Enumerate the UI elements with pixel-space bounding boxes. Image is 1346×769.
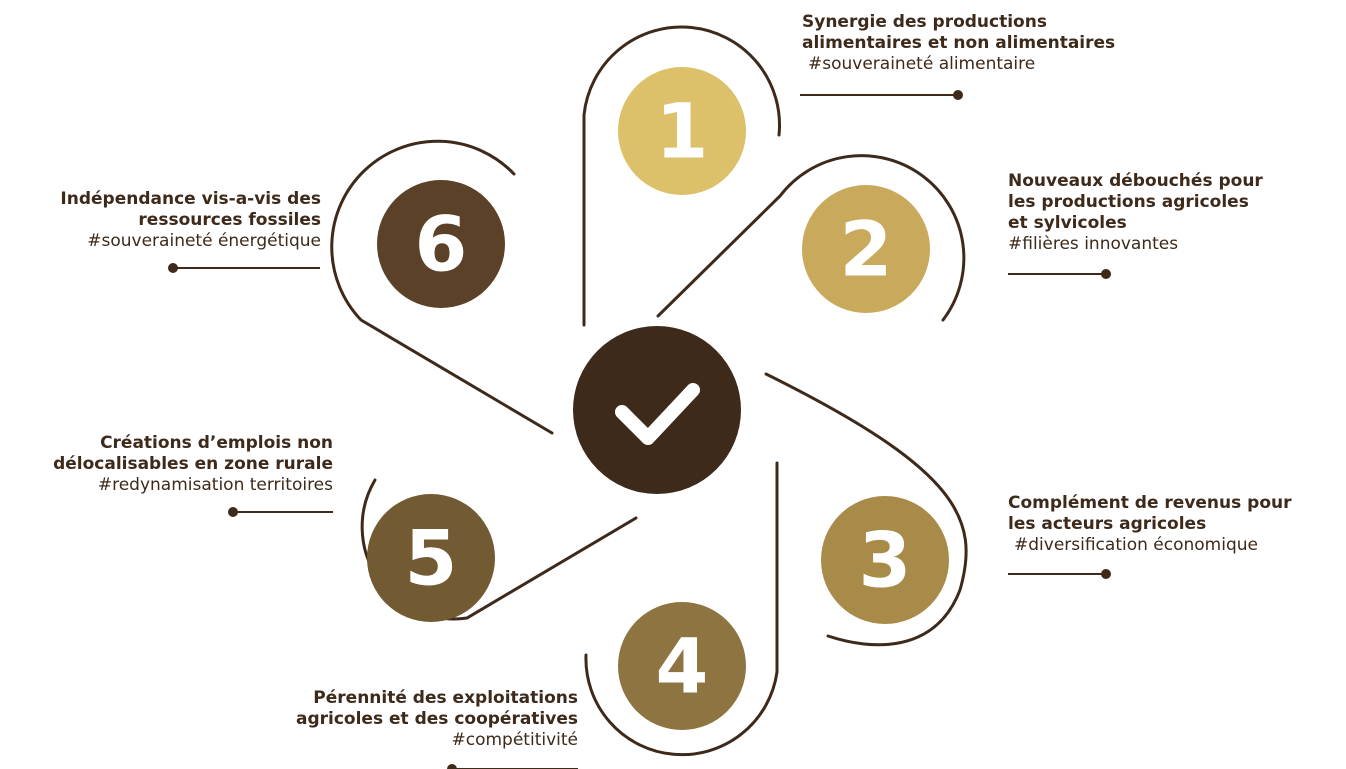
step-4-circle: 4 <box>618 602 746 730</box>
step-2-circle: 2 <box>802 185 930 313</box>
check-icon <box>615 383 700 445</box>
step-5-number: 5 <box>405 514 458 603</box>
item-2-title: Nouveaux débouchés pour les productions … <box>1008 171 1263 233</box>
step-3-number: 3 <box>859 516 912 605</box>
item-4-tag: #compétitivité <box>451 730 579 750</box>
item-6-tag: #souveraineté énergétique <box>87 231 321 251</box>
step-1-number: 1 <box>656 87 709 176</box>
petal-3-outline <box>764 372 968 647</box>
item-3-tag: #diversification économique <box>1014 535 1258 555</box>
leader-lines <box>168 90 1111 769</box>
step-3-circle: 3 <box>821 496 949 624</box>
item-3-label: Complément de revenus pour les acteurs a… <box>1008 493 1292 556</box>
item-5-title: Créations d’emplois non délocalisables e… <box>53 433 333 474</box>
petal-6-outline <box>330 139 554 435</box>
step-6-circle: 6 <box>377 180 505 308</box>
step-5-circle: 5 <box>367 494 495 622</box>
item-2-label: Nouveaux débouchés pour les productions … <box>1008 171 1263 255</box>
petal-4-outline <box>584 461 779 757</box>
item-1-label: Synergie des productions alimentaires et… <box>802 12 1115 75</box>
step-1-circle: 1 <box>618 67 746 195</box>
item-4-label: Pérennité des exploitations agricoles et… <box>296 688 578 751</box>
item-5-tag: #redynamisation territoires <box>97 475 333 495</box>
step-4-number: 4 <box>656 622 709 711</box>
item-6-label: Indépendance vis-a-vis des ressources fo… <box>60 189 321 252</box>
petal-2-outline <box>656 154 966 322</box>
center-circle <box>573 326 741 494</box>
item-1-title: Synergie des productions alimentaires et… <box>802 12 1116 53</box>
item-4-title: Pérennité des exploitations agricoles et… <box>296 688 578 729</box>
step-6-number: 6 <box>415 200 468 289</box>
item-1-tag: #souveraineté alimentaire <box>808 54 1036 74</box>
step-2-number: 2 <box>840 205 893 294</box>
item-6-title: Indépendance vis-a-vis des ressources fo… <box>60 189 321 230</box>
item-3-title: Complément de revenus pour les acteurs a… <box>1008 493 1292 534</box>
item-5-label: Créations d’emplois non délocalisables e… <box>53 433 333 496</box>
petal-1-outline <box>582 25 781 327</box>
item-2-tag: #filières innovantes <box>1008 234 1179 254</box>
